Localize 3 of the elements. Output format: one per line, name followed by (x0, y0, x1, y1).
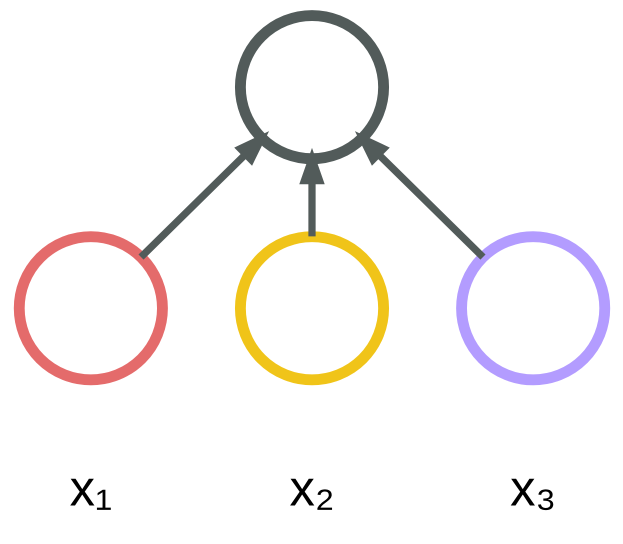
node-label: x₃ (510, 460, 556, 517)
node-label: x₂ (288, 460, 334, 517)
node-label: x₁ (69, 460, 112, 517)
